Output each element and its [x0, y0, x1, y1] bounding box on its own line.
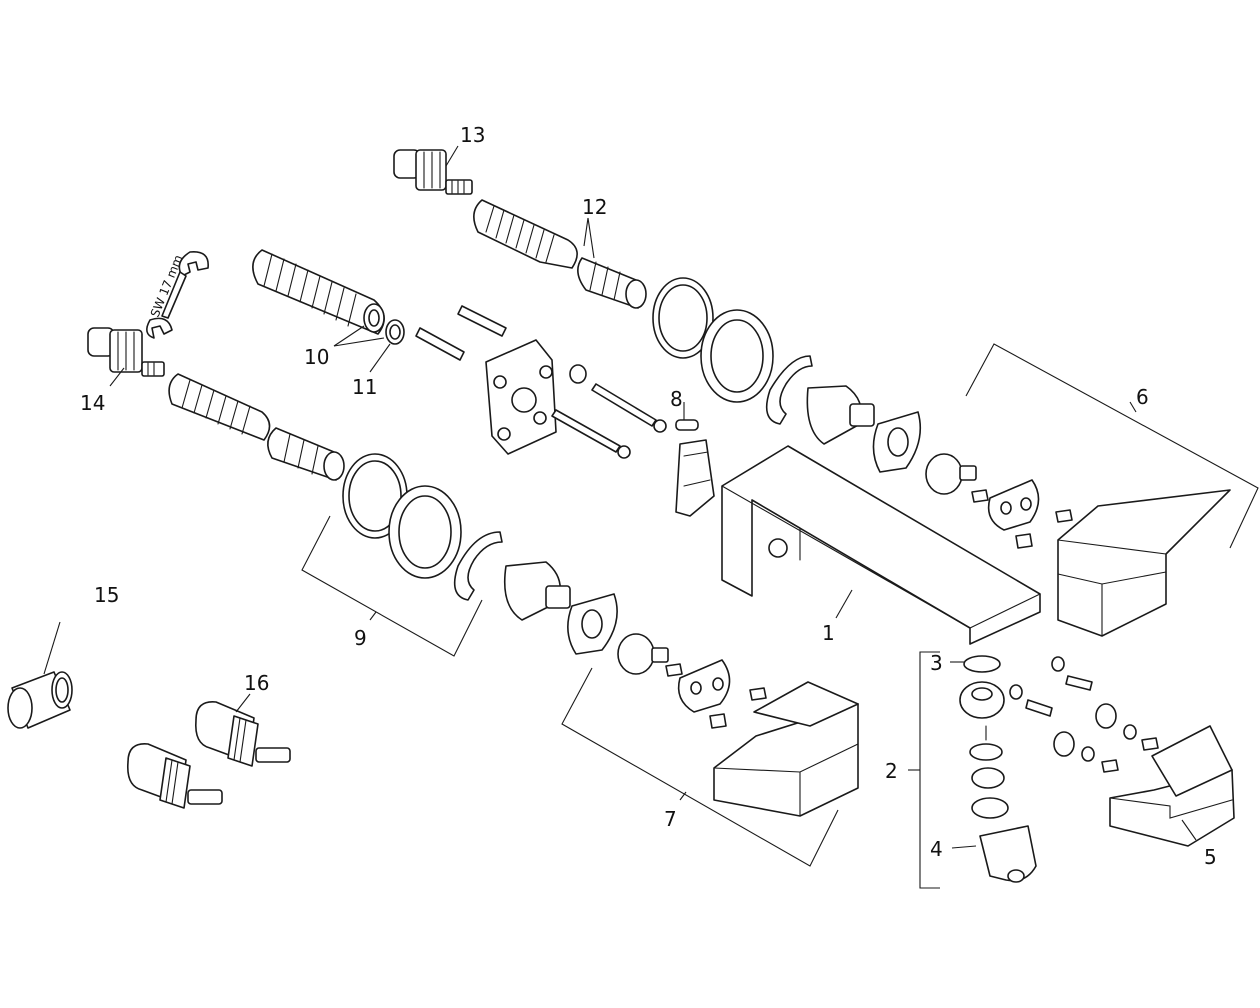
callout-4: 4	[930, 837, 943, 861]
mounting-plate	[485, 339, 557, 455]
lower-ring-stack	[342, 453, 669, 675]
part-2-aerator-assembly	[959, 655, 1037, 883]
wall-anchors	[415, 305, 507, 361]
callout-labels: 1 2 3 4 5 6 7 8 9 10 11 12 13 14 15 16	[80, 123, 1217, 869]
callout-10: 10	[304, 345, 329, 369]
part-5-cap-and-screws	[1009, 656, 1235, 847]
part-14-valve-cartridge	[87, 327, 165, 377]
part-12-extension-sleeves	[473, 199, 647, 309]
part-6-handle	[971, 479, 1231, 637]
part-8-connector-body	[675, 419, 715, 517]
callout-13: 13	[460, 123, 485, 147]
wrench-tool: SW 17 mm	[146, 251, 209, 339]
part-15-adapter	[7, 671, 73, 729]
callout-1: 1	[822, 621, 835, 645]
callout-8: 8	[670, 387, 683, 411]
callout-7: 7	[664, 807, 677, 831]
leader-lines	[43, 145, 1259, 889]
callout-12: 12	[582, 195, 607, 219]
part-7-handle	[665, 659, 859, 817]
callout-2: 2	[885, 759, 898, 783]
callout-11: 11	[352, 375, 377, 399]
part-10-hose	[252, 249, 385, 335]
callout-9: 9	[354, 626, 367, 650]
callout-6: 6	[1136, 385, 1149, 409]
part-13-valve-cartridge	[393, 149, 473, 195]
upper-ring-stack	[652, 277, 977, 495]
callout-15: 15	[94, 583, 119, 607]
callout-16: 16	[244, 671, 269, 695]
callout-14: 14	[80, 391, 105, 415]
part-1-spout	[721, 445, 1041, 645]
fixing-screws	[551, 364, 667, 459]
lower-extension-sleeves	[168, 373, 345, 481]
part-11-washer	[385, 319, 405, 345]
part-16-extensions	[126, 701, 291, 809]
callout-5: 5	[1204, 845, 1217, 869]
callout-3: 3	[930, 651, 943, 675]
